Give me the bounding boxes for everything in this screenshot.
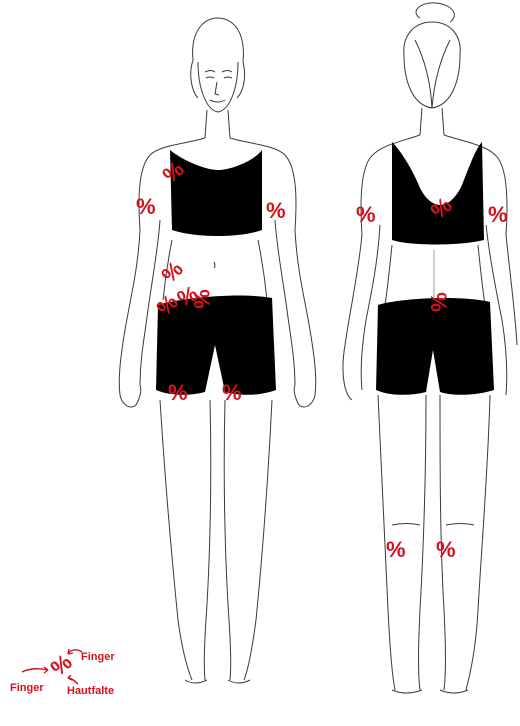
marker-thigh-right-front: % <box>222 382 240 404</box>
marker-upper-arm-left-front: % <box>136 196 154 218</box>
marker-upper-arm-right-front: % <box>266 200 284 222</box>
marker-iliac-crest-front: % <box>190 289 212 307</box>
marker-lower-back: % <box>427 292 449 310</box>
marker-triceps-right-back: % <box>488 204 506 226</box>
legend-finger-top-label: Finger <box>81 652 115 663</box>
marker-calf-right-back: % <box>436 539 454 561</box>
legend-finger-left-label: Finger <box>10 683 44 694</box>
back-clothing <box>376 142 494 395</box>
marker-calf-left-back: % <box>386 539 404 561</box>
marker-thigh-left-front: % <box>168 382 186 404</box>
marker-triceps-left-back: % <box>356 204 374 226</box>
legend-skinfold-label: Hautfalte <box>67 686 114 697</box>
